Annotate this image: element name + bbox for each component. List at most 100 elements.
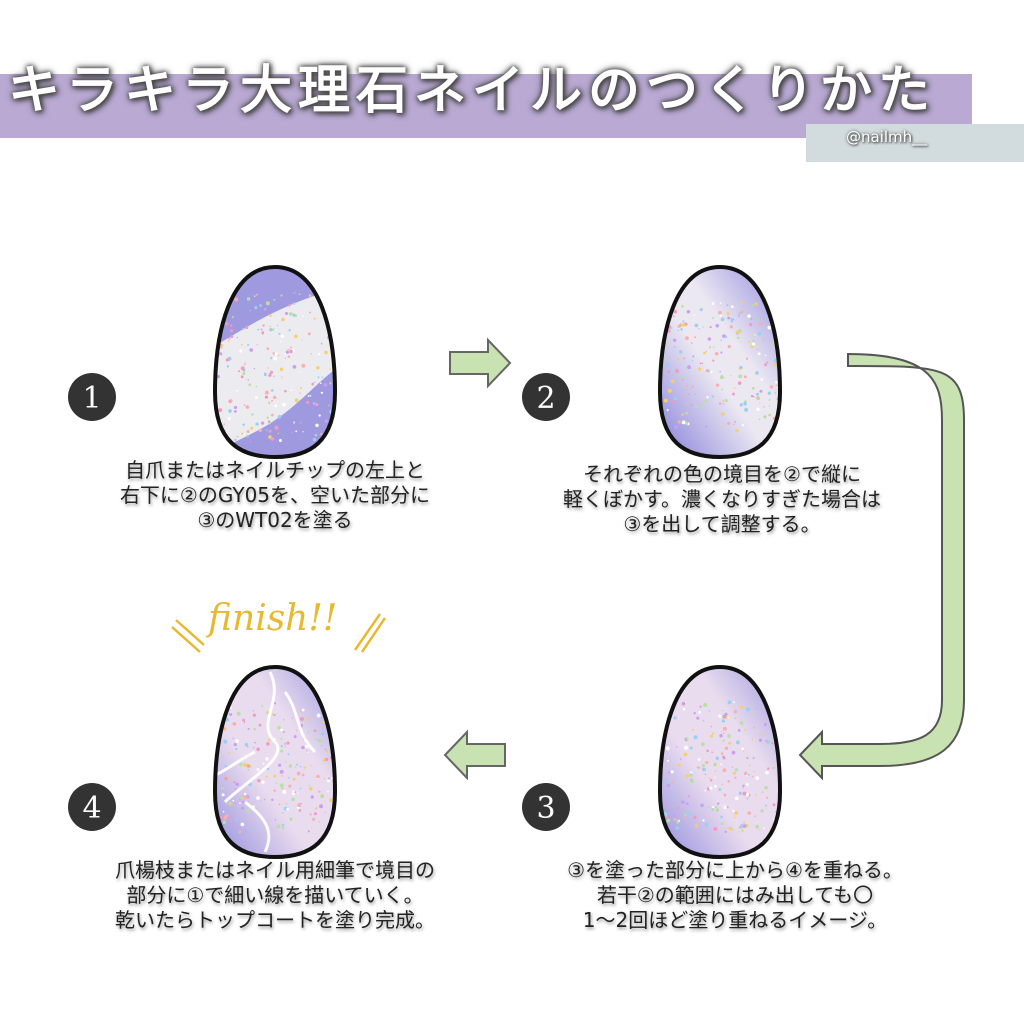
glitter-dot bbox=[224, 776, 228, 781]
glitter-dot bbox=[282, 790, 287, 794]
glitter-dot bbox=[233, 802, 236, 805]
glitter-dot bbox=[265, 757, 269, 761]
glitter-dot bbox=[264, 372, 266, 375]
glitter-dot bbox=[766, 796, 769, 799]
glitter-dot bbox=[236, 435, 239, 438]
glitter-dot bbox=[242, 371, 246, 376]
glitter-dot bbox=[681, 415, 683, 417]
glitter-dot bbox=[246, 808, 251, 813]
glitter-dot bbox=[247, 768, 250, 771]
glitter-dot bbox=[266, 767, 270, 771]
glitter-dot bbox=[278, 803, 281, 806]
glitter-dot bbox=[235, 739, 239, 743]
glitter-dot bbox=[323, 777, 326, 780]
glitter-dot bbox=[272, 352, 275, 355]
glitter-dot bbox=[694, 336, 697, 339]
glitter-dot bbox=[719, 314, 722, 317]
glitter-dot bbox=[221, 344, 224, 347]
glitter-dot bbox=[229, 329, 234, 333]
glitter-dot bbox=[225, 717, 230, 722]
glitter-dot bbox=[702, 819, 705, 822]
glitter-dot bbox=[746, 312, 748, 314]
glitter-dot bbox=[753, 335, 756, 337]
glitter-dot bbox=[694, 323, 699, 328]
glitter-dot bbox=[756, 407, 760, 412]
glitter-dot bbox=[319, 804, 324, 809]
glitter-dot bbox=[735, 740, 740, 745]
glitter-dot bbox=[325, 750, 329, 753]
glitter-dot bbox=[745, 783, 749, 786]
glitter-dot bbox=[255, 385, 258, 388]
glitter-dot bbox=[241, 794, 244, 797]
glitter-dot bbox=[732, 392, 735, 396]
glitter-dot bbox=[738, 312, 741, 315]
glitter-dot bbox=[667, 388, 672, 393]
glitter-dot bbox=[270, 370, 274, 374]
page-title: キラキラ大理石ネイルのつくりかた bbox=[8, 61, 937, 121]
glitter-dot bbox=[228, 337, 231, 340]
nail-step-2 bbox=[658, 265, 782, 459]
glitter-dot bbox=[738, 831, 740, 833]
glitter-dot bbox=[668, 771, 671, 774]
glitter-dot bbox=[758, 321, 763, 326]
glitter-dot bbox=[252, 710, 254, 712]
glitter-dot bbox=[744, 728, 746, 731]
glitter-dot bbox=[711, 302, 715, 305]
glitter-dot bbox=[722, 425, 724, 428]
glitter-dot bbox=[680, 322, 682, 325]
glitter-dot bbox=[741, 747, 745, 751]
glitter-dot bbox=[671, 781, 674, 784]
glitter-dot bbox=[721, 783, 723, 786]
glitter-dot bbox=[320, 342, 323, 345]
glitter-dot bbox=[309, 311, 311, 314]
glitter-dot bbox=[694, 824, 699, 828]
glitter-dot bbox=[249, 441, 251, 443]
finish-label: finish!! bbox=[208, 598, 338, 639]
glitter-dot bbox=[694, 404, 699, 409]
glitter-dot bbox=[700, 742, 705, 747]
glitter-dot bbox=[724, 398, 728, 403]
glitter-dot bbox=[668, 774, 671, 777]
glitter-dot bbox=[773, 362, 777, 367]
glitter-dot bbox=[670, 770, 674, 774]
glitter-dot bbox=[674, 425, 678, 429]
glitter-dot bbox=[288, 764, 293, 768]
glitter-dot bbox=[280, 749, 284, 753]
glitter-dot bbox=[731, 305, 734, 309]
glitter-dot bbox=[276, 824, 281, 829]
glitter-dot bbox=[689, 773, 693, 777]
glitter-dot bbox=[293, 735, 297, 739]
glitter-dot bbox=[743, 821, 746, 824]
glitter-dot bbox=[682, 379, 684, 381]
glitter-dot bbox=[750, 345, 754, 349]
glitter-dot bbox=[215, 437, 217, 441]
glitter-dot bbox=[301, 745, 305, 750]
glitter-dot bbox=[777, 422, 780, 425]
glitter-dot bbox=[734, 811, 739, 815]
glitter-dot bbox=[233, 742, 237, 747]
glitter-dot bbox=[272, 328, 275, 331]
glitter-dot bbox=[754, 334, 756, 336]
glitter-dot bbox=[229, 712, 233, 717]
glitter-dot bbox=[679, 794, 681, 797]
glitter-dot bbox=[284, 745, 287, 748]
glitter-dot bbox=[775, 723, 780, 727]
glitter-dot bbox=[288, 776, 291, 779]
glitter-dot bbox=[228, 751, 231, 754]
glitter-dot bbox=[219, 352, 223, 356]
glitter-dot bbox=[287, 348, 289, 351]
glitter-dot bbox=[712, 317, 714, 320]
glitter-dot bbox=[746, 757, 749, 760]
glitter-dot bbox=[307, 751, 309, 754]
glitter-dot bbox=[738, 374, 743, 379]
glitter-dot bbox=[713, 762, 717, 767]
glitter-dot bbox=[256, 796, 260, 800]
glitter-dot bbox=[728, 826, 733, 831]
nail-step-4 bbox=[213, 665, 337, 859]
glitter-dot bbox=[264, 798, 266, 801]
glitter-dot bbox=[706, 396, 709, 399]
glitter-dot bbox=[690, 778, 692, 781]
glitter-dot bbox=[664, 357, 668, 360]
glitter-dot bbox=[268, 429, 272, 433]
glitter-dot bbox=[327, 291, 331, 294]
